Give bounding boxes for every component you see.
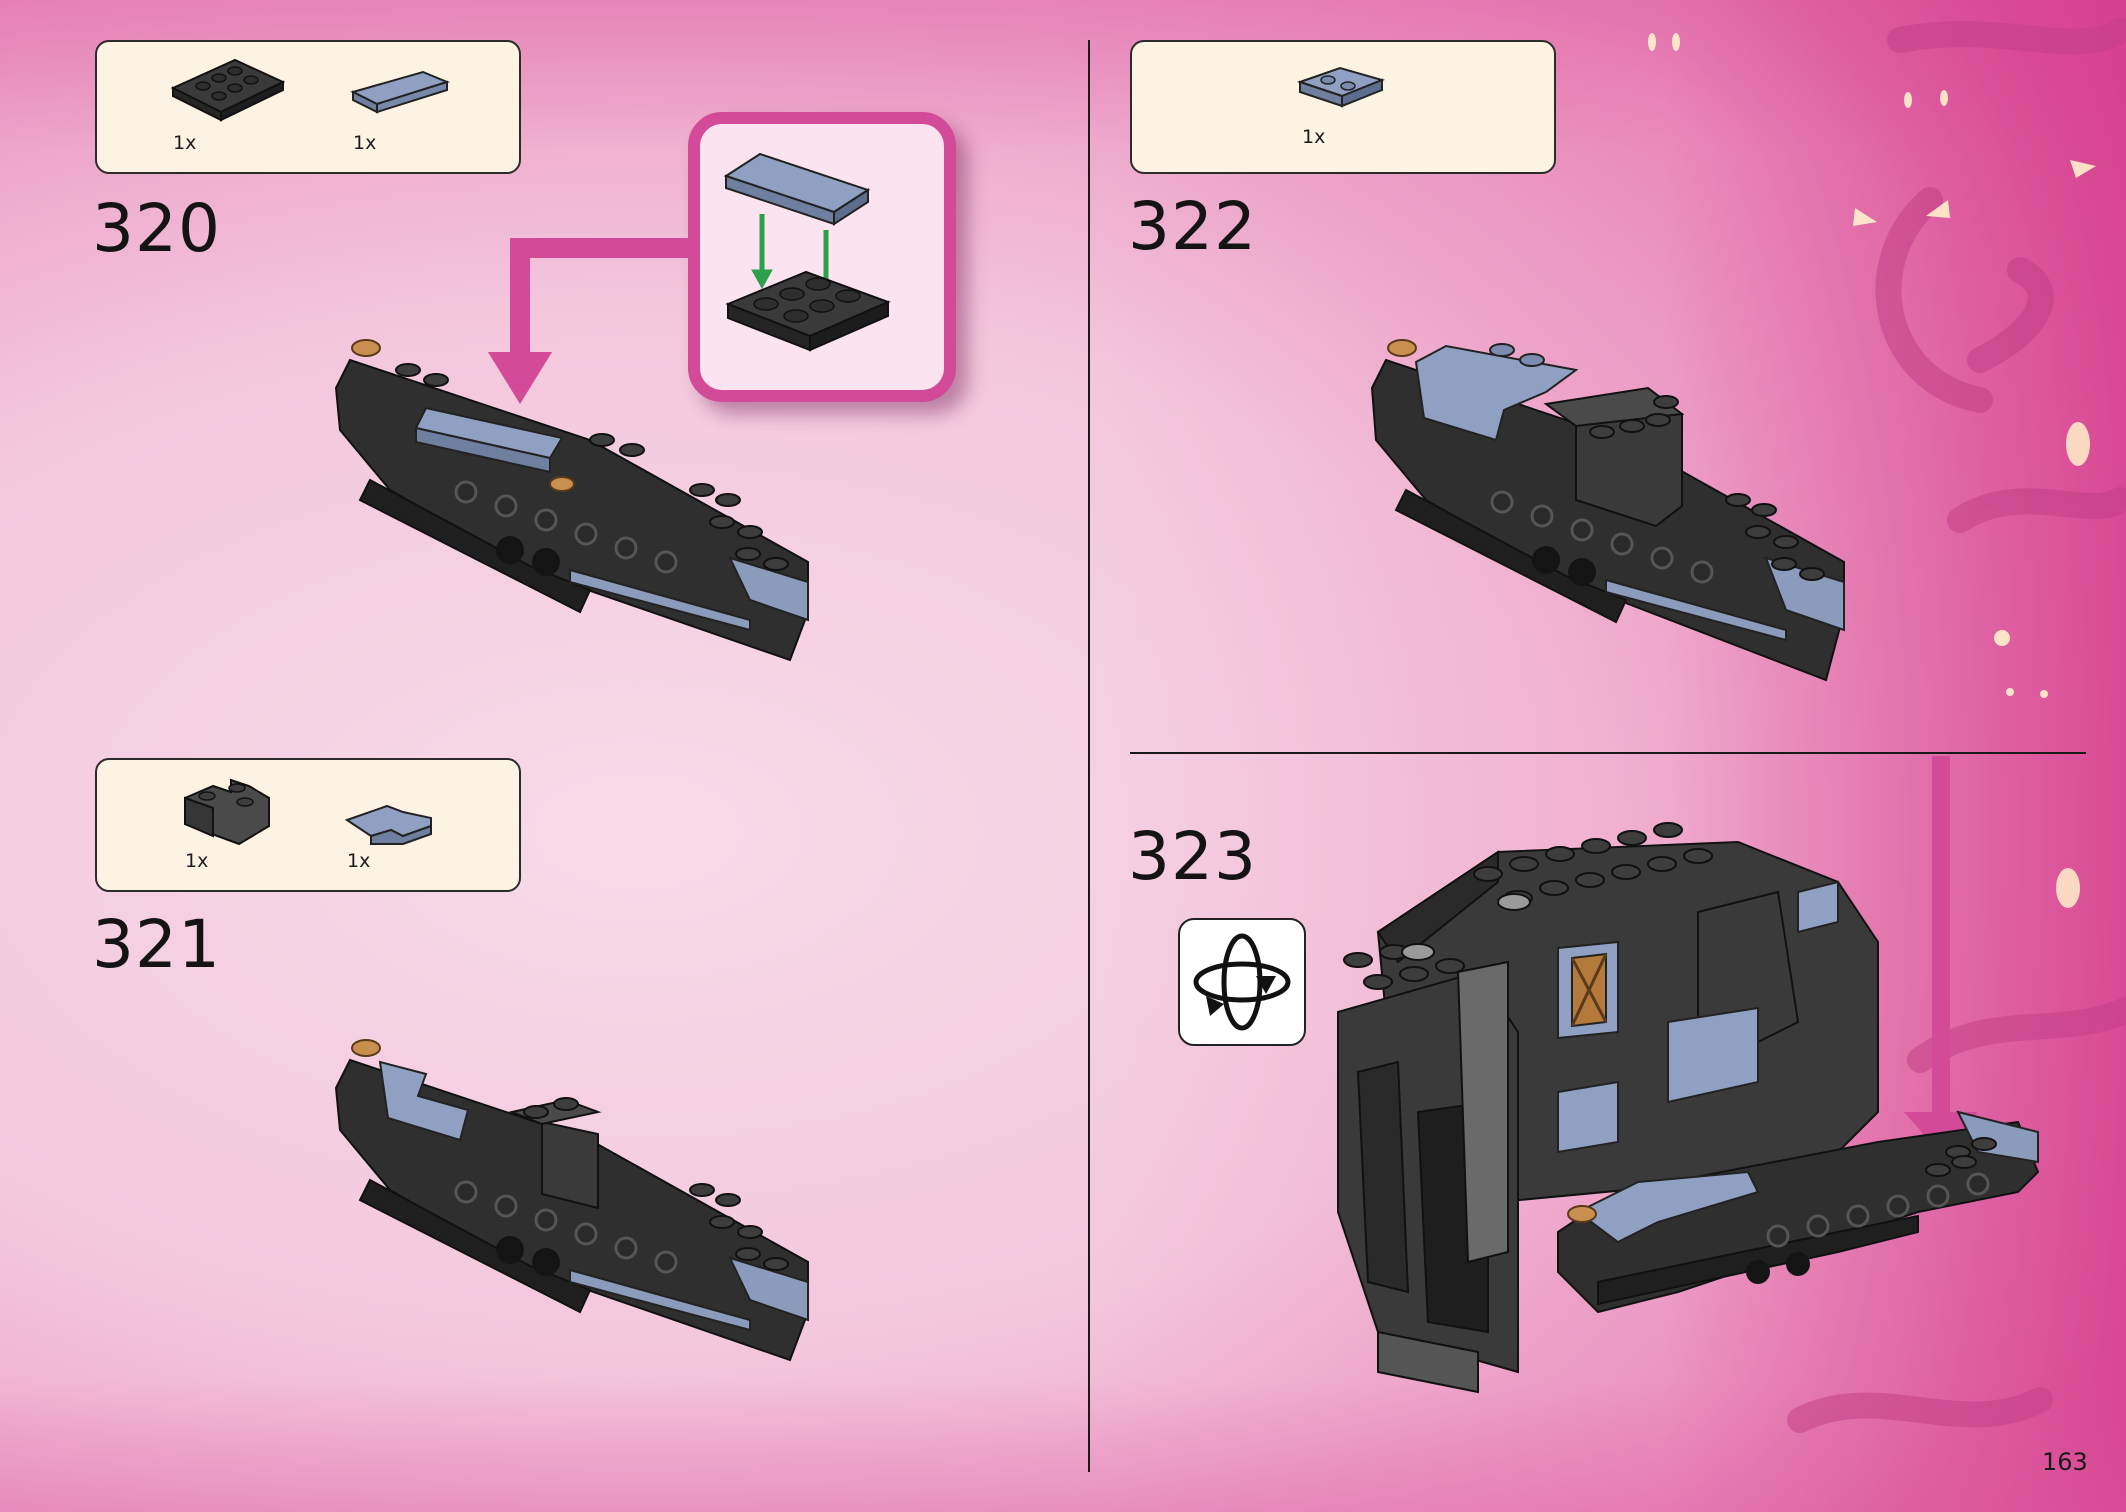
parts-box-step-322: 1x bbox=[1130, 40, 1556, 174]
part-qty: 1x bbox=[1302, 126, 1326, 148]
part-qty: 1x bbox=[185, 850, 209, 872]
part-sand-blue-plate-2x2 bbox=[1296, 66, 1386, 108]
page-number: 163 bbox=[2042, 1448, 2088, 1476]
step-number: 321 bbox=[92, 906, 221, 983]
parts-box-step-320: 1x 1x bbox=[95, 40, 521, 174]
part-black-corner-brick bbox=[184, 778, 270, 846]
assembly-arrow-icon bbox=[488, 238, 690, 404]
parts-box-step-321: 1x 1x bbox=[95, 758, 521, 892]
step-divider-horizontal bbox=[1130, 752, 2086, 754]
background-bottom-glow bbox=[0, 1380, 2126, 1512]
part-sand-blue-corner-tile bbox=[344, 804, 432, 845]
model-step-322 bbox=[1370, 339, 1845, 682]
part-qty: 1x bbox=[353, 132, 377, 154]
callout-tile-onto-plate-illustration bbox=[723, 152, 891, 352]
part-qty: 1x bbox=[173, 132, 197, 154]
step-number: 320 bbox=[92, 190, 221, 267]
model-step-321 bbox=[334, 1039, 809, 1362]
model-step-320 bbox=[334, 339, 809, 662]
part-black-plate-2x4 bbox=[170, 58, 286, 122]
model-step-323 bbox=[1337, 822, 2040, 1394]
step-number: 322 bbox=[1128, 188, 1257, 265]
part-sand-blue-tile-1x4 bbox=[350, 70, 450, 114]
step-number: 323 bbox=[1128, 818, 1257, 895]
part-qty: 1x bbox=[347, 850, 371, 872]
rotate-model-icon bbox=[1178, 918, 1306, 1046]
page-divider-vertical bbox=[1088, 40, 1090, 1472]
callout-subassembly bbox=[688, 112, 956, 402]
